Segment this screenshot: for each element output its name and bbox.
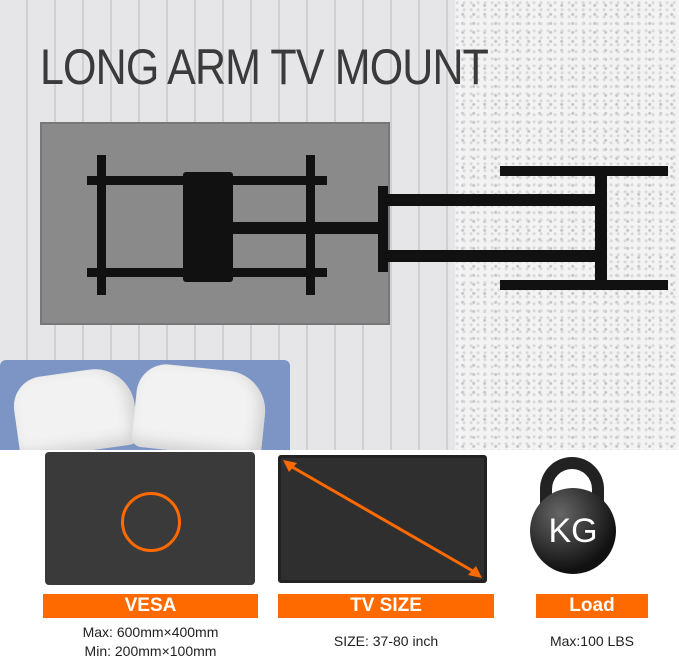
diagonal-arrow-icon [283,460,482,578]
load-max: Max:100 LBS [549,633,635,649]
mount-arm [205,222,385,234]
mount-arm [380,250,605,262]
tv-size-image [278,455,487,583]
kettlebell-icon: KG [530,488,616,574]
arm-joint [378,186,388,272]
load-label: Load [536,594,648,618]
pillow [10,364,140,460]
tv-size-range: SIZE: 37-80 inch [333,633,439,649]
wall-plate-post [595,166,607,290]
wall-plate-bar [500,166,668,176]
vesa-min: Min: 200mm×100mm [84,643,217,659]
page-title: LONG ARM TV MOUNT [40,39,489,95]
wall-plate-bar [500,280,668,290]
tv-size-label: TV SIZE [278,594,494,618]
bracket-rail [97,155,106,295]
vesa-label: VESA [43,594,258,618]
vesa-circle [121,492,181,552]
mount-arm [380,194,605,206]
vesa-tv-image [45,452,255,585]
textured-wall [455,0,679,450]
vesa-max: Max: 600mm×400mm [82,624,219,640]
